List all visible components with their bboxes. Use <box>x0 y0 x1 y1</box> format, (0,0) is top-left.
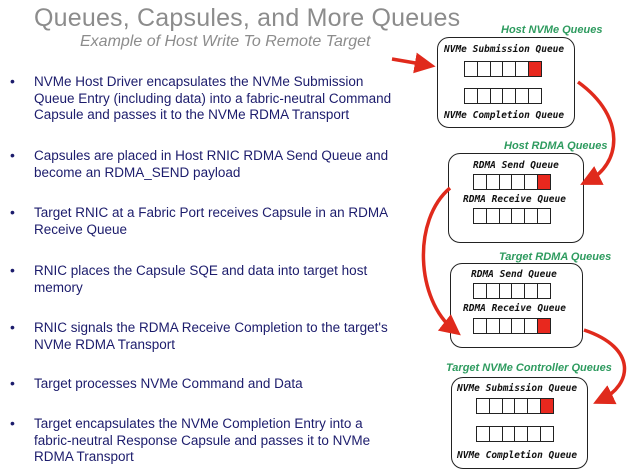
bullet-dot-icon: • <box>10 319 15 335</box>
group-label-target-rdma: Target RDMA Queues <box>499 251 612 263</box>
bullet-text: Target RNIC at a Fabric Port receives Ca… <box>34 205 388 237</box>
queue-label: RDMA Send Queue <box>473 160 559 171</box>
queue-entry-highlight <box>529 62 541 76</box>
submission-queue <box>476 398 554 414</box>
bullet-dot-icon: • <box>10 73 15 89</box>
slide-title: Queues, Capsules, and More Queues <box>34 4 461 32</box>
bullet-dot-icon: • <box>10 147 15 163</box>
bullet-text: Target encapsulates the NVMe Completion … <box>34 416 371 464</box>
arrow-receive-to-target-nvme <box>583 328 627 405</box>
bullet-dot-icon: • <box>10 375 15 391</box>
bullet-item: • Capsules are placed in Host RNIC RDMA … <box>10 147 402 181</box>
bullet-item: • Target processes NVMe Command and Data <box>10 375 402 393</box>
queue-entry-highlight <box>541 399 553 413</box>
bullet-text: Capsules are placed in Host RNIC RDMA Se… <box>34 148 389 180</box>
queue-label: NVMe Completion Queue <box>457 450 578 461</box>
bullet-text: Target processes NVMe Command and Data <box>34 376 303 391</box>
bullet-text: NVMe Host Driver encapsulates the NVMe S… <box>34 74 392 122</box>
bullet-item: • Target encapsulates the NVMe Completio… <box>10 415 402 466</box>
bullet-item: • RNIC signals the RDMA Receive Completi… <box>10 319 402 353</box>
rdma-send-queue <box>473 174 551 190</box>
group-label-host-rdma: Host RDMA Queues <box>504 140 608 152</box>
arrow-to-host-nvme <box>391 52 436 74</box>
bullet-item: • RNIC places the Capsule SQE and data i… <box>10 262 402 296</box>
queue-entry-highlight <box>538 175 550 189</box>
queue-label: RDMA Receive Queue <box>463 303 566 314</box>
completion-queue <box>464 88 542 104</box>
group-label-target-nvme: Target NVMe Controller Queues <box>446 362 612 374</box>
group-label-host-nvme: Host NVMe Queues <box>501 24 603 36</box>
queue-box-target-nvme: NVMe Submission Queue NVMe Completion Qu… <box>451 377 588 469</box>
queue-box-target-rdma: RDMA Send Queue RDMA Receive Queue <box>450 263 583 348</box>
bullet-dot-icon: • <box>10 262 15 278</box>
queue-label: RDMA Send Queue <box>471 269 557 280</box>
completion-queue <box>476 426 554 442</box>
queue-label: RDMA Receive Queue <box>463 194 566 205</box>
bullet-text: RNIC places the Capsule SQE and data int… <box>34 263 368 295</box>
queue-box-host-nvme: NVMe Submission Queue NVMe Completion Qu… <box>437 37 575 128</box>
queue-label: NVMe Submission Queue <box>444 44 565 55</box>
arrow-send-to-receive <box>421 186 461 336</box>
queue-box-host-rdma: RDMA Send Queue RDMA Receive Queue <box>448 153 584 243</box>
bullet-text: RNIC signals the RDMA Receive Completion… <box>34 320 388 352</box>
rdma-receive-queue <box>473 318 551 334</box>
submission-queue <box>464 61 542 77</box>
rdma-send-queue <box>473 283 551 299</box>
bullet-item: • Target RNIC at a Fabric Port receives … <box>10 204 402 238</box>
queue-label: NVMe Submission Queue <box>457 383 578 394</box>
bullet-dot-icon: • <box>10 415 15 431</box>
slide-subtitle: Example of Host Write To Remote Target <box>80 33 371 50</box>
bullet-dot-icon: • <box>10 204 15 220</box>
rdma-receive-queue <box>473 208 551 224</box>
arrow-nvme-to-rdma-send <box>576 80 616 185</box>
queue-label: NVMe Completion Queue <box>444 110 565 121</box>
bullet-item: • NVMe Host Driver encapsulates the NVMe… <box>10 73 402 124</box>
queue-entry-highlight <box>538 319 550 333</box>
